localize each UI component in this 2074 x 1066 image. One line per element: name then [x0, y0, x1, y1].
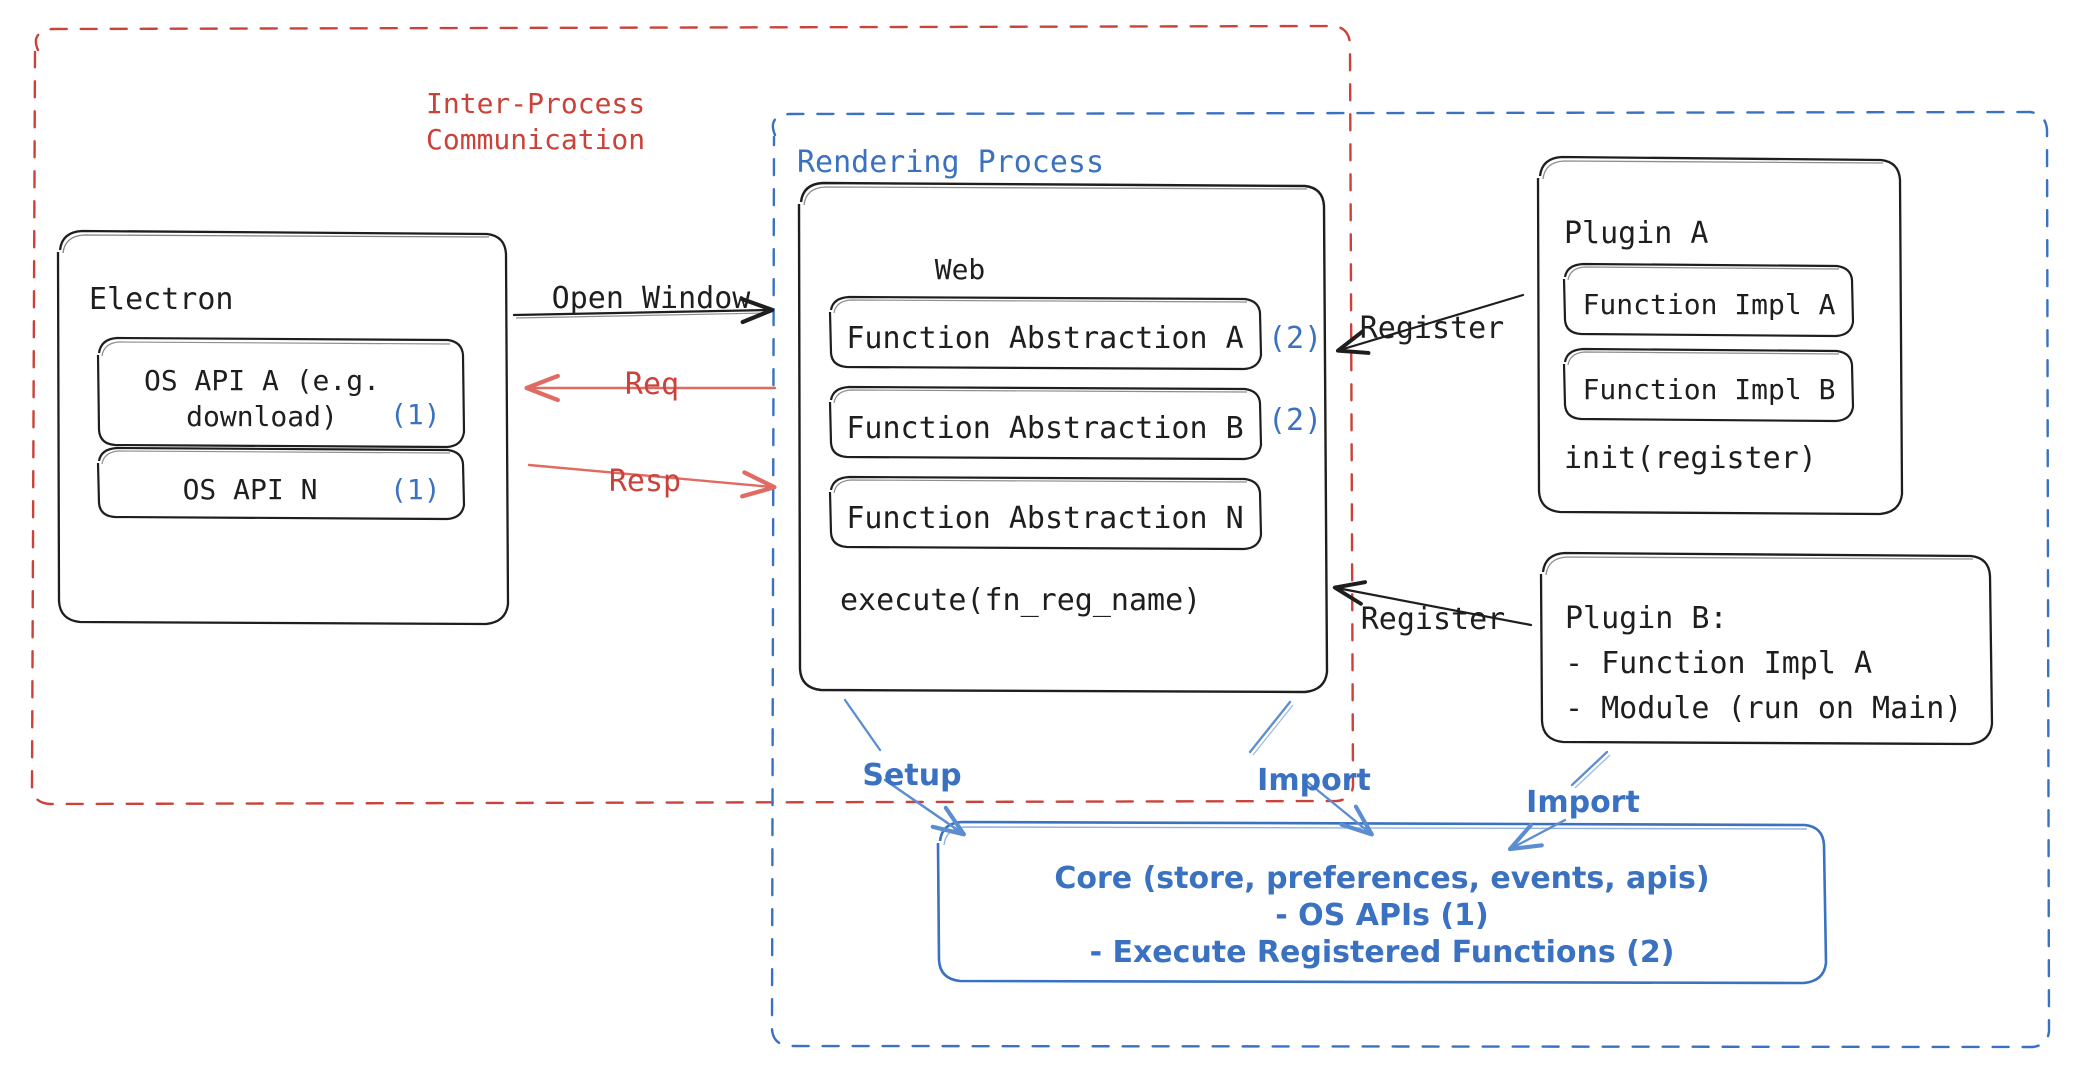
arrow-import-plugin-b — [1507, 750, 1611, 852]
function-abstraction-a-label: Function Abstraction A — [846, 321, 1244, 356]
web-box — [797, 181, 1329, 694]
plugin-b-line-2: - Module (run on Main) — [1565, 691, 1963, 726]
region-rendering-label: Rendering Process — [797, 145, 1105, 180]
web-title: Web — [934, 253, 986, 286]
core-line-3: - Execute Registered Functions (2) — [1089, 935, 1675, 970]
plugin-b-line-1: - Function Impl A — [1565, 646, 1873, 681]
arrow-label-register-top: Register — [1359, 311, 1505, 346]
arrow-register-bottom — [1332, 580, 1533, 627]
os-api-n-box — [96, 446, 466, 521]
function-abstraction-b-box — [828, 385, 1263, 461]
region-rendering-boundary — [770, 110, 2051, 1049]
arrow-label-open-window: Open Window — [551, 281, 751, 316]
arrow-label-req: Req — [624, 367, 680, 402]
function-impl-b-box — [1562, 347, 1855, 423]
arrow-label-register-bottom: Register — [1360, 602, 1506, 637]
arrow-import-web — [1248, 700, 1374, 837]
function-abstraction-a-marker: (2) — [1268, 321, 1323, 356]
function-impl-a-box — [1562, 262, 1855, 338]
arrow-label-setup: Setup — [862, 758, 962, 793]
region-ipc-boundary — [30, 24, 1355, 806]
function-abstraction-n-box — [828, 475, 1263, 551]
plugin-a-title: Plugin A — [1564, 216, 1709, 251]
arrow-label-resp: Resp — [608, 464, 682, 499]
function-abstraction-b-label: Function Abstraction B — [846, 411, 1244, 446]
arrow-label-import-plugin-b: Import — [1526, 785, 1640, 820]
os-api-a-label: OS API A (e.g. download) — [143, 364, 380, 433]
function-abstraction-a-box — [828, 295, 1263, 371]
electron-title: Electron — [89, 282, 234, 317]
function-abstraction-b-marker: (2) — [1268, 403, 1323, 438]
arrow-label-import-web: Import — [1257, 763, 1371, 798]
os-api-n-label: OS API N — [182, 473, 318, 506]
os-api-a-marker: (1) — [390, 398, 441, 431]
plugin-a-box — [1536, 155, 1904, 516]
os-api-a-box — [96, 336, 466, 449]
region-ipc-label: Inter-Process Communication — [426, 87, 646, 156]
core-line-1: Core (store, preferences, events, apis) — [1054, 861, 1710, 896]
plugin-b-box — [1539, 551, 1994, 746]
web-footer: execute(fn_reg_name) — [840, 583, 1202, 618]
arrow-resp — [527, 463, 777, 499]
function-impl-b-label: Function Impl B — [1582, 373, 1836, 406]
function-abstraction-n-label: Function Abstraction N — [846, 501, 1244, 536]
arrow-open-window — [512, 296, 775, 325]
arrow-setup — [843, 698, 966, 837]
plugin-a-footer: init(register) — [1564, 441, 1817, 476]
function-impl-a-label: Function Impl A — [1582, 288, 1836, 321]
core-line-2: - OS APIs (1) — [1275, 898, 1489, 933]
plugin-b-title: Plugin B: — [1565, 601, 1728, 636]
arrow-register-top — [1335, 293, 1525, 355]
electron-box — [56, 229, 510, 626]
os-api-n-marker: (1) — [390, 473, 441, 506]
